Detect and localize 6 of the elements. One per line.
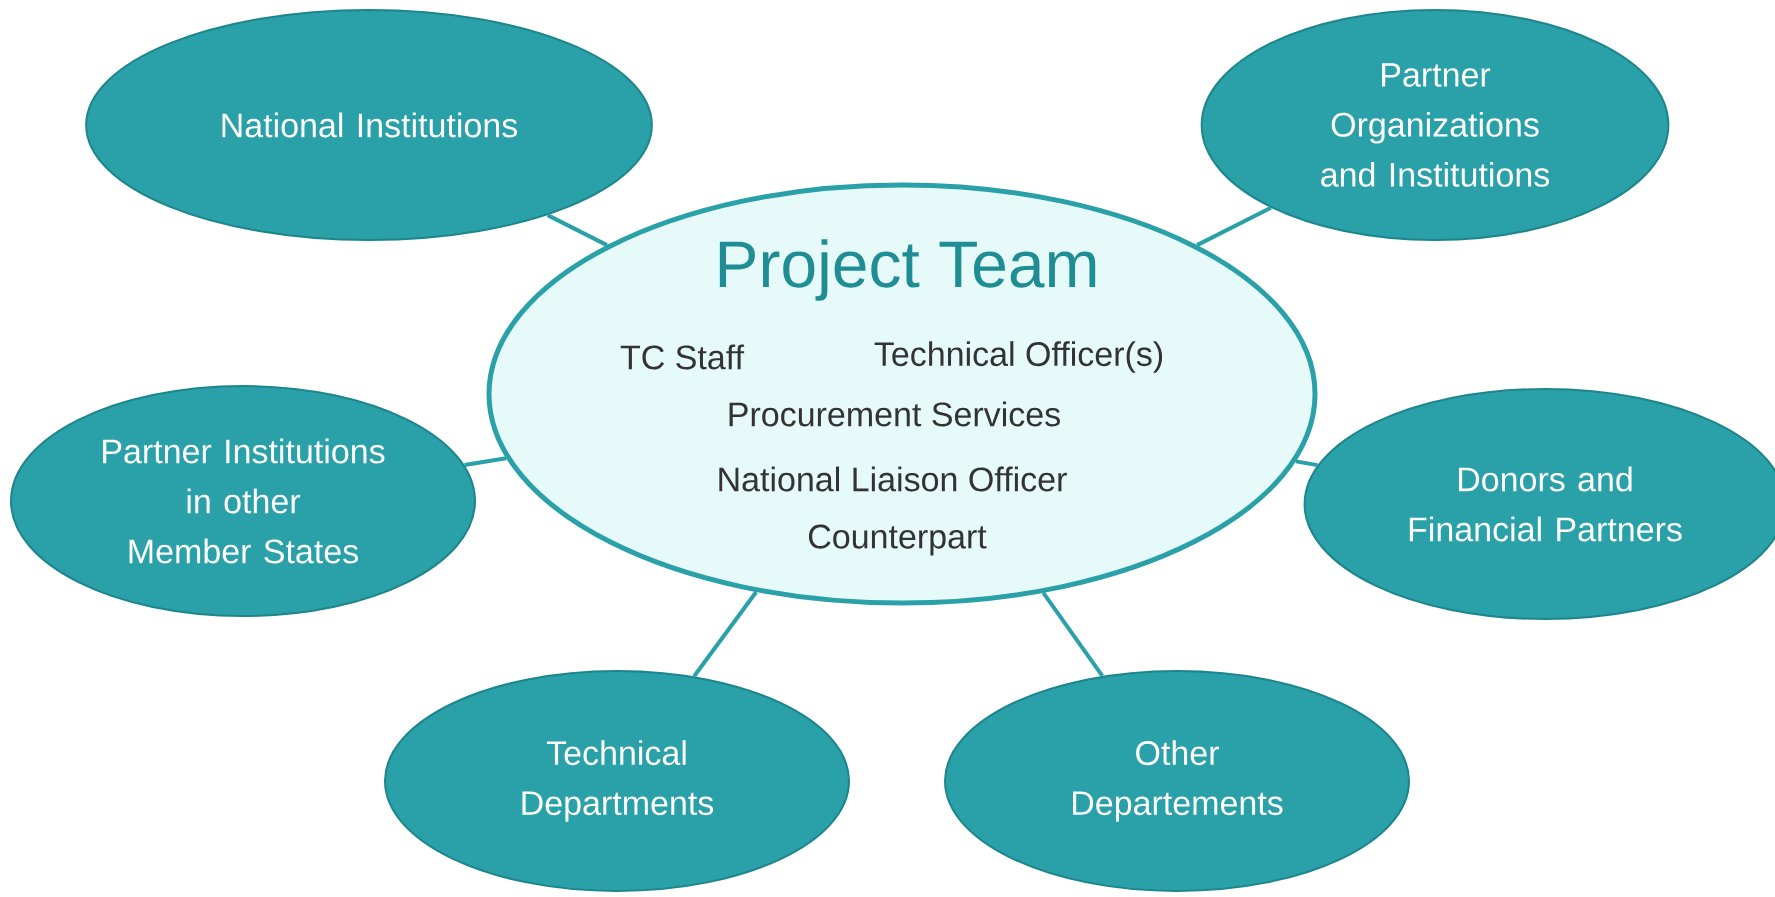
connector-line: [1295, 459, 1318, 468]
connector-line: [464, 456, 507, 467]
connector-line: [692, 590, 758, 678]
connector-line: [1041, 591, 1104, 678]
connector-line: [546, 213, 608, 247]
connector-line: [1196, 206, 1272, 247]
